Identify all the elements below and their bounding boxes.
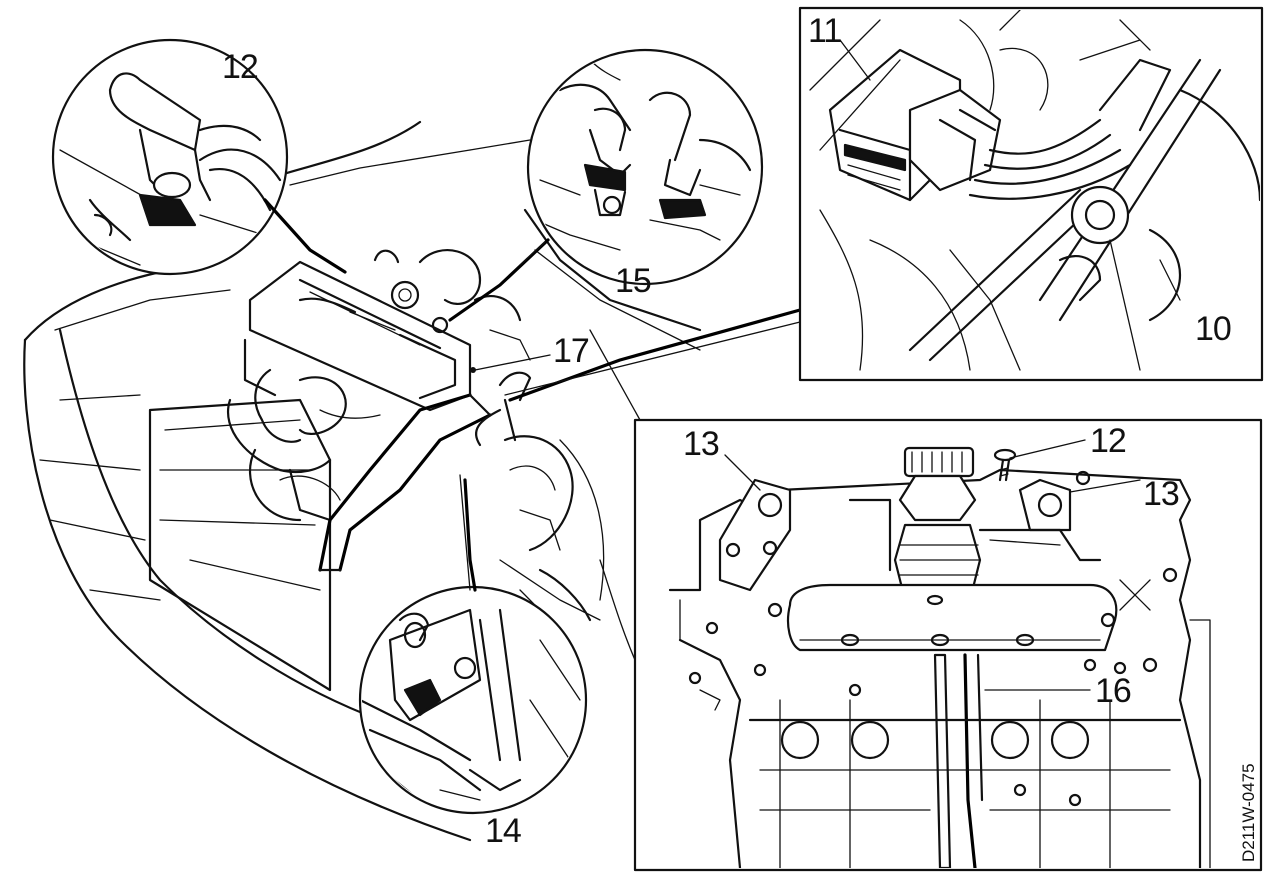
leader-box-10 — [508, 308, 802, 402]
callout-11: 11 — [808, 12, 841, 50]
detail-circle-14: 14 — [358, 474, 588, 850]
engine-assembly — [227, 249, 592, 651]
callout-15: 15 — [615, 262, 651, 300]
leader-17 — [474, 354, 551, 371]
vehicle-body — [23, 120, 702, 842]
callout-12-inset: 12 — [1090, 422, 1126, 460]
document-id: D211W-0475 — [1239, 763, 1258, 862]
callout-17: 17 — [553, 332, 589, 370]
callout-13-left: 13 — [683, 425, 719, 463]
callout-10: 10 — [1195, 310, 1231, 348]
detail-circle-15: 15 — [448, 48, 764, 322]
connector-detail-box: 11 10 — [798, 6, 1264, 382]
valve-cover-inset-box: 13 12 13 16 D211W-0475 — [633, 418, 1263, 872]
callout-16: 16 — [1095, 672, 1131, 710]
callout-12-detail: 12 — [222, 48, 258, 86]
detail-circle-12: 12 — [51, 38, 347, 276]
callout-13-right: 13 — [1143, 475, 1179, 513]
callout-14: 14 — [485, 812, 521, 850]
